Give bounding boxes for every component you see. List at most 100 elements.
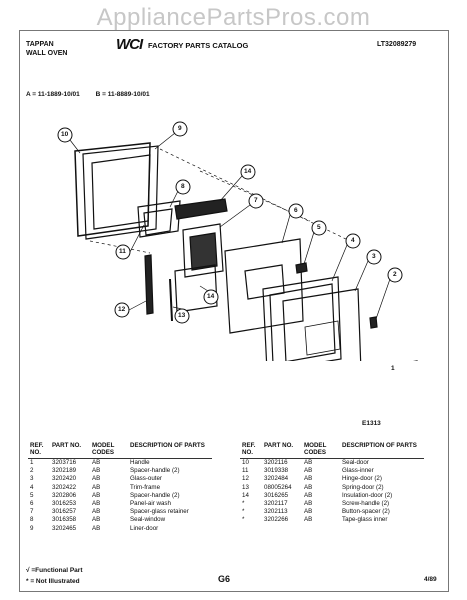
- part-10-seal-door: [74, 142, 151, 237]
- description: Glass-outer: [130, 475, 162, 483]
- ref: 4: [30, 483, 34, 491]
- ref: 2: [30, 467, 34, 475]
- col-ref: REF. NO.: [240, 442, 262, 459]
- description: Hinge-door (2): [342, 475, 382, 483]
- ref: 3: [30, 475, 34, 483]
- col-desc: DESCRIPTION OF PARTS: [128, 442, 212, 459]
- part-4-trim-frame: [262, 276, 342, 361]
- ref: 10: [242, 459, 249, 466]
- callout-1: 1: [391, 365, 395, 372]
- page-number: G6: [218, 574, 231, 584]
- part-number: 3016257: [52, 508, 77, 516]
- model-code: AB: [92, 524, 101, 532]
- part-number: 3202806: [52, 491, 77, 499]
- part-3-glass-outer: [282, 288, 362, 361]
- ref: *: [242, 516, 245, 524]
- description: Handle: [130, 459, 150, 466]
- ref: 5: [30, 491, 34, 499]
- description: Screw-handle (2): [342, 500, 390, 508]
- callout-5: 5: [317, 224, 321, 231]
- model-code: AB: [92, 491, 101, 499]
- part-number: 3019338: [264, 467, 289, 475]
- model-code: AB: [304, 500, 313, 508]
- exploded-diagram: [57, 121, 418, 361]
- brand-line-2: WALL OVEN: [26, 50, 68, 57]
- model-code: AB: [92, 475, 101, 483]
- catalog-number: LT32089279: [377, 41, 417, 48]
- model-code: AB: [92, 467, 101, 475]
- part-7-retainer: [182, 223, 224, 278]
- brand-line-1: TAPPAN: [26, 41, 54, 48]
- col-part: PART NO.: [262, 442, 302, 459]
- parts-table-left: REF. NO. PART NO. MODEL CODES DESCRIPTIO…: [28, 442, 212, 533]
- part-number: 08005264: [264, 483, 292, 491]
- col-ref: REF. NO.: [28, 442, 50, 459]
- description: Tape-glass inner: [342, 516, 388, 524]
- description: Panel-air wash: [130, 500, 171, 508]
- model-code: AB: [304, 483, 313, 491]
- col-model: MODEL CODES: [302, 442, 340, 459]
- col-model: MODEL CODES: [90, 442, 128, 459]
- part-13-spring: [169, 278, 173, 322]
- part-8-seal-window: [137, 200, 181, 238]
- callout-3: 3: [372, 253, 376, 260]
- ref: 9: [30, 524, 34, 532]
- ref: 11: [242, 467, 249, 475]
- callout-14a: 14: [244, 168, 252, 175]
- ref: 6: [30, 500, 34, 508]
- ref: 1: [30, 459, 34, 466]
- model-code: AB: [92, 516, 101, 524]
- ref: *: [242, 500, 245, 508]
- model-code: AB: [92, 508, 101, 516]
- callout-12: 12: [118, 306, 126, 313]
- callout-10: 10: [61, 131, 69, 138]
- description: Spring-door (2): [342, 483, 384, 491]
- part-14-insulation-lower: [174, 264, 218, 313]
- footnote-functional: √ =Functional Part: [26, 567, 83, 574]
- col-desc: DESCRIPTION OF PARTS: [340, 442, 424, 459]
- description: Seal-door: [342, 459, 369, 466]
- ref: 14: [242, 491, 249, 499]
- table-row: 9 3202465 AB Liner-door: [28, 525, 212, 533]
- wci-logo: WCI: [116, 36, 143, 53]
- callout-6: 6: [294, 207, 298, 214]
- description: Seal-window: [130, 516, 166, 524]
- ref: 12: [242, 475, 249, 483]
- part-5-spacer: [295, 262, 308, 274]
- part-number: 3203716: [52, 459, 77, 466]
- part-number: 3202113: [264, 508, 288, 516]
- description: Spacer-handle (2): [130, 491, 180, 499]
- description: Glass-inner: [342, 467, 374, 475]
- callout-14b: 14: [207, 293, 215, 300]
- part-number: 3202189: [52, 467, 77, 475]
- model-a: A = 11-1889-10/01: [26, 91, 80, 98]
- catalog-page: TAPPAN WALL OVEN WCI FACTORY PARTS CATAL…: [19, 30, 449, 592]
- callout-8: 8: [181, 183, 185, 190]
- parts-table-right: REF. NO. PART NO. MODEL CODES DESCRIPTIO…: [240, 442, 424, 525]
- catalog-title: FACTORY PARTS CATALOG: [148, 41, 249, 50]
- model-b: B = 11-8889-10/01: [95, 91, 150, 98]
- model-code: AB: [92, 483, 101, 491]
- model-code: AB: [304, 491, 313, 499]
- part-number: 3202266: [264, 516, 289, 524]
- description: Insulation-door (2): [342, 491, 393, 499]
- part-number: 3202422: [52, 483, 77, 491]
- part-number: 3202465: [52, 524, 77, 532]
- part-number: 3016253: [52, 500, 77, 508]
- description: Liner-door: [130, 524, 159, 532]
- description: Button-spacer (2): [342, 508, 390, 516]
- part-number: 3202484: [264, 475, 289, 483]
- model-code: AB: [304, 467, 313, 475]
- ref: 8: [30, 516, 34, 524]
